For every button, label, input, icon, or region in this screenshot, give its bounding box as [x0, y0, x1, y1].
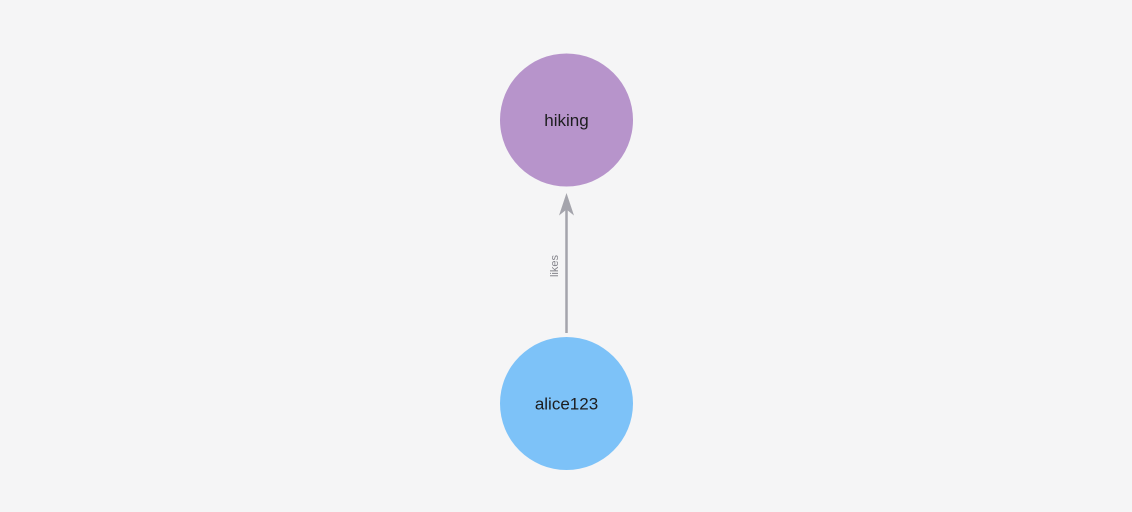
node-circle-alice123	[500, 337, 633, 470]
node-circle-hiking	[500, 53, 633, 187]
edge-label: likes	[549, 255, 561, 278]
node-label-hiking: hiking	[544, 111, 588, 130]
node-hiking[interactable]: hiking	[500, 53, 633, 187]
edge-likes[interactable]: likes	[549, 193, 574, 333]
edge-arrowhead-icon	[559, 193, 574, 216]
node-label-alice123: alice123	[535, 395, 598, 414]
node-alice123[interactable]: alice123	[500, 337, 633, 470]
